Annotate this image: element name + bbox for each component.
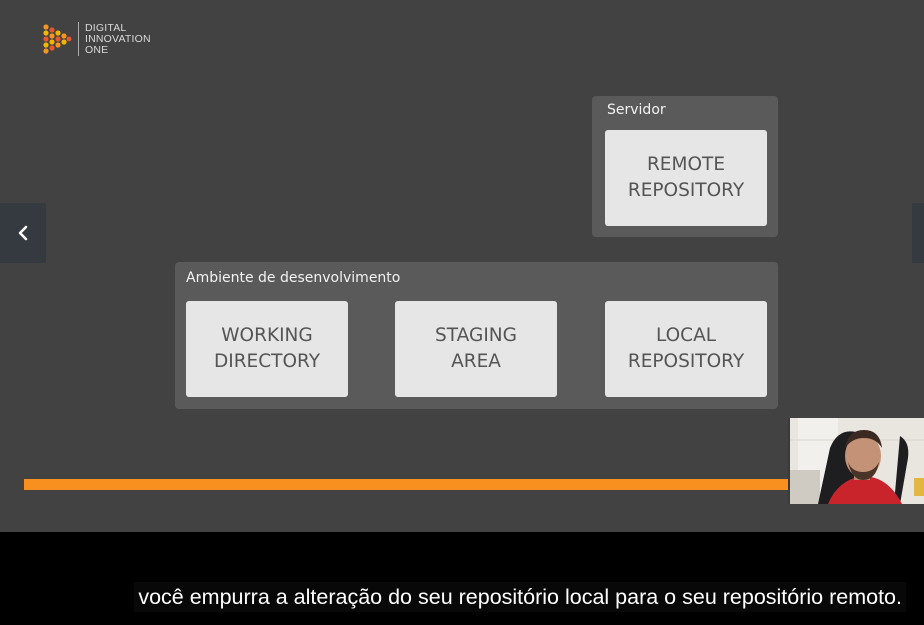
dio-logo: DIGITAL INNOVATION ONE: [42, 22, 151, 56]
server-group-title: Servidor: [607, 102, 666, 118]
play-logo-icon: [43, 24, 72, 54]
presenter-video-image: [790, 418, 924, 504]
previous-slide-button[interactable]: [0, 203, 46, 263]
logo-line-1: DIGITAL: [85, 21, 127, 34]
logo-line-2: INNOVATION: [85, 32, 151, 45]
logo-divider: [78, 22, 79, 56]
logo-wordmark: DIGITAL INNOVATION ONE: [85, 21, 151, 56]
dev-environment-group-title: Ambiente de desenvolvimento: [186, 270, 401, 286]
staging-area-box: STAGING AREA: [395, 301, 557, 397]
local-repository-box: LOCAL REPOSITORY: [605, 301, 767, 397]
working-directory-box: WORKING DIRECTORY: [186, 301, 348, 397]
next-slide-button[interactable]: [912, 203, 924, 263]
presenter-webcam: [788, 418, 924, 504]
chevron-left-icon: [18, 225, 28, 241]
presentation-slide: DIGITAL INNOVATION ONE Servidor REMOTE R…: [0, 0, 924, 532]
logo-line-3: ONE: [85, 43, 109, 56]
remote-repository-box: REMOTE REPOSITORY: [605, 130, 767, 226]
subtitle-caption: você empurra a alteração do seu repositó…: [134, 582, 906, 612]
slide-progress-bar: [24, 479, 804, 490]
